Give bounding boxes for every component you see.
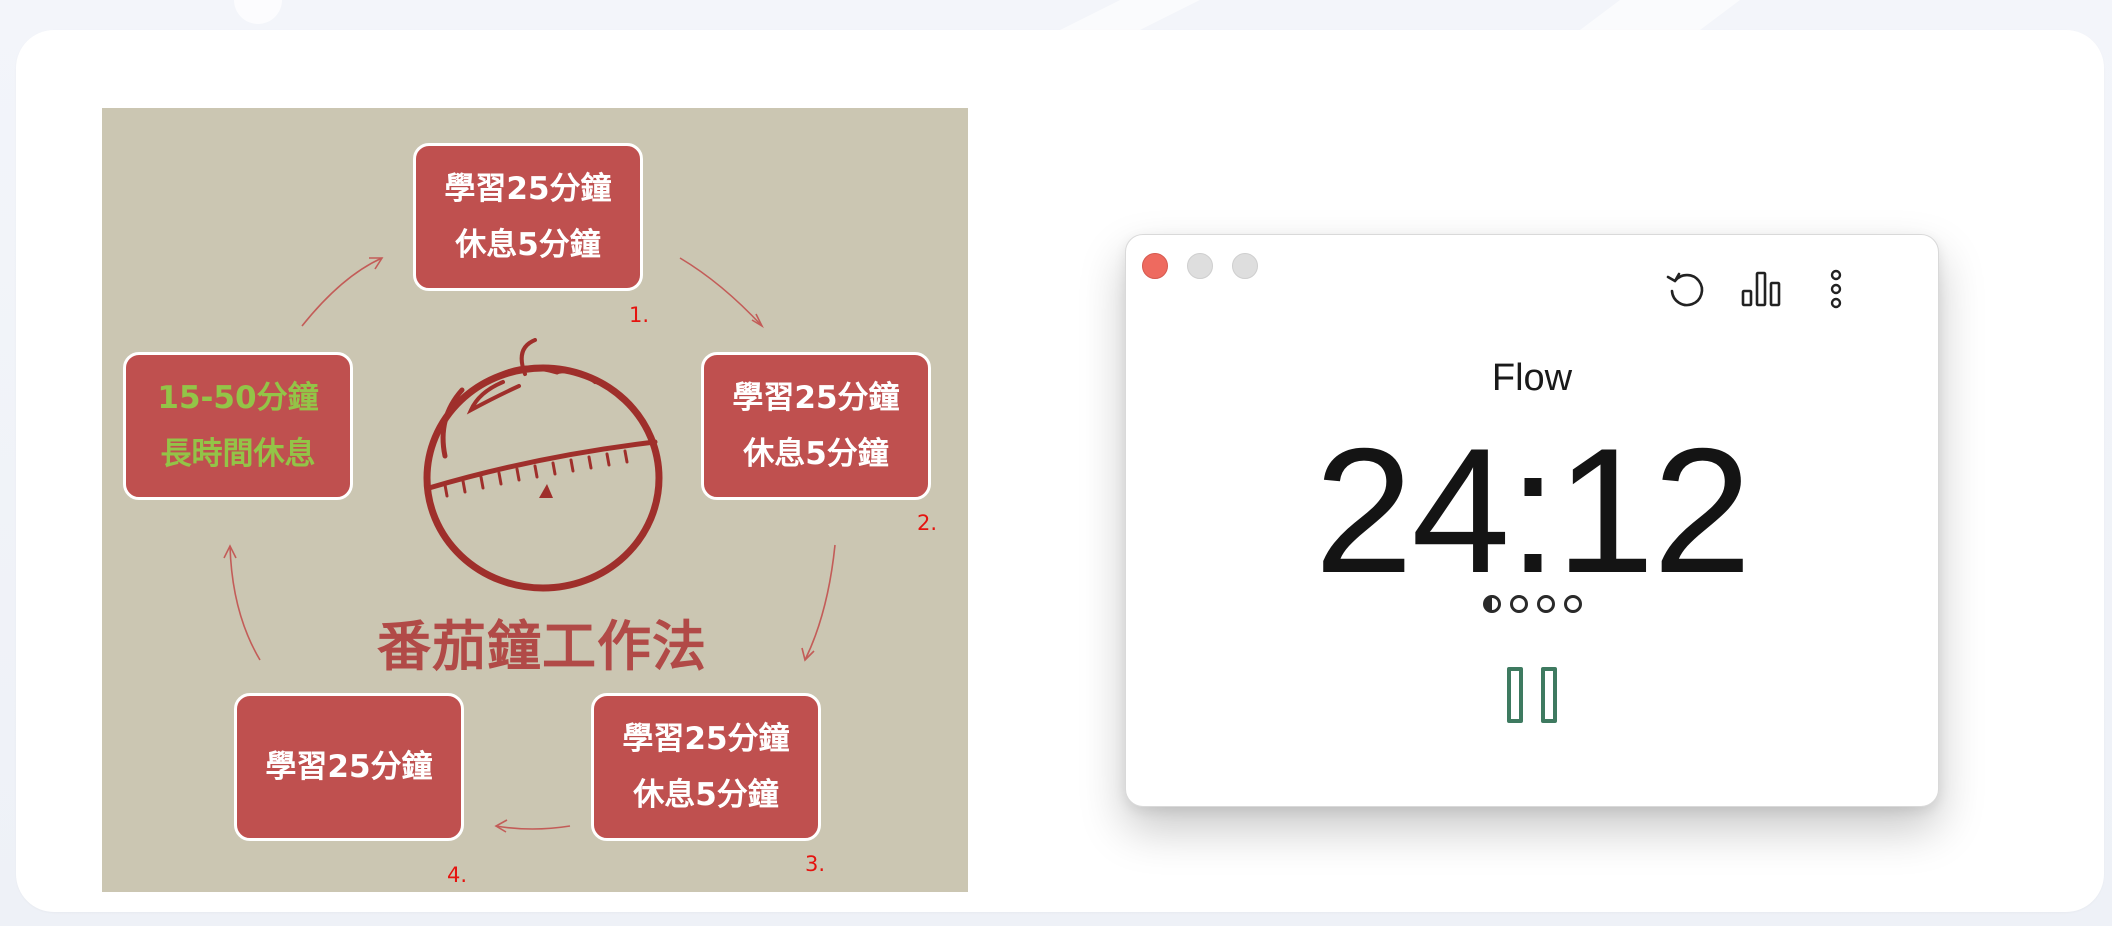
session-dot-empty [1536,595,1555,613]
step-4-study: 學習25分鐘 [265,749,433,785]
reset-icon [1666,272,1704,307]
step-4-box: 學習25分鐘 [234,693,464,841]
step-1-box: 學習25分鐘 休息5分鐘 [413,143,643,291]
arrow-4-to-long [229,545,261,661]
step-1-break: 休息5分鐘 [455,227,601,263]
session-dot-empty [1563,595,1582,613]
step-3-box: 學習25分鐘 休息5分鐘 [591,693,821,841]
pause-icon [1541,667,1557,723]
arrow-2-to-3 [804,544,836,661]
step-2-study: 學習25分鐘 [732,380,900,416]
window-maximize-button[interactable] [1232,253,1258,279]
arrow-3-to-4 [495,825,571,830]
long-break-duration: 15-50分鐘 [157,380,319,416]
pause-icon [1507,667,1523,723]
step-4-number: 4. [447,863,468,887]
session-dot-half [1482,595,1501,613]
step-1-study: 學習25分鐘 [444,171,612,207]
arrow-1-to-2-head [751,313,764,329]
long-break-box: 15-50分鐘 長時間休息 [123,352,353,500]
session-dot-empty [1509,595,1528,613]
step-2-number: 2. [917,511,938,535]
timer-window: Flow 24:12 [1125,234,1939,807]
diagram-title: 番茄鐘工作法 [377,615,707,678]
arrow-long-to-1 [301,257,383,327]
window-close-button[interactable] [1142,253,1168,279]
more-vertical-icon [1830,269,1842,309]
long-break-label: 長時間休息 [160,436,316,472]
arrow-4-to-long-head [223,544,237,559]
cycle-arrows [223,257,836,833]
stats-button[interactable] [1737,265,1785,313]
reset-button[interactable] [1662,265,1710,313]
step-2-break: 休息5分鐘 [743,436,889,472]
session-indicators [1126,595,1938,613]
arrow-long-to-1-head [369,257,384,270]
content-card: 學習25分鐘 休息5分鐘 1. 學習25分鐘 休息5分鐘 2. 學習25分鐘 休… [16,30,2104,912]
more-options-button[interactable] [1812,265,1860,313]
step-3-study: 學習25分鐘 [622,721,790,757]
pause-button[interactable] [1507,667,1557,731]
arrow-2-to-3-head [801,647,815,662]
bar-chart-icon [1741,271,1781,307]
timer-display: 24:12 [1314,411,1751,610]
arrow-3-to-4-head [494,819,508,833]
window-minimize-button[interactable] [1187,253,1213,279]
arrow-1-to-2 [679,257,763,327]
timer-mode-label: Flow [1491,357,1573,399]
pomodoro-diagram: 學習25分鐘 休息5分鐘 1. 學習25分鐘 休息5分鐘 2. 學習25分鐘 休… [102,108,968,892]
step-2-box: 學習25分鐘 休息5分鐘 [701,352,931,500]
step-3-number: 3. [805,852,826,876]
step-1-number: 1. [629,303,650,327]
step-3-break: 休息5分鐘 [633,777,779,813]
tomato-clock-icon [423,338,663,592]
